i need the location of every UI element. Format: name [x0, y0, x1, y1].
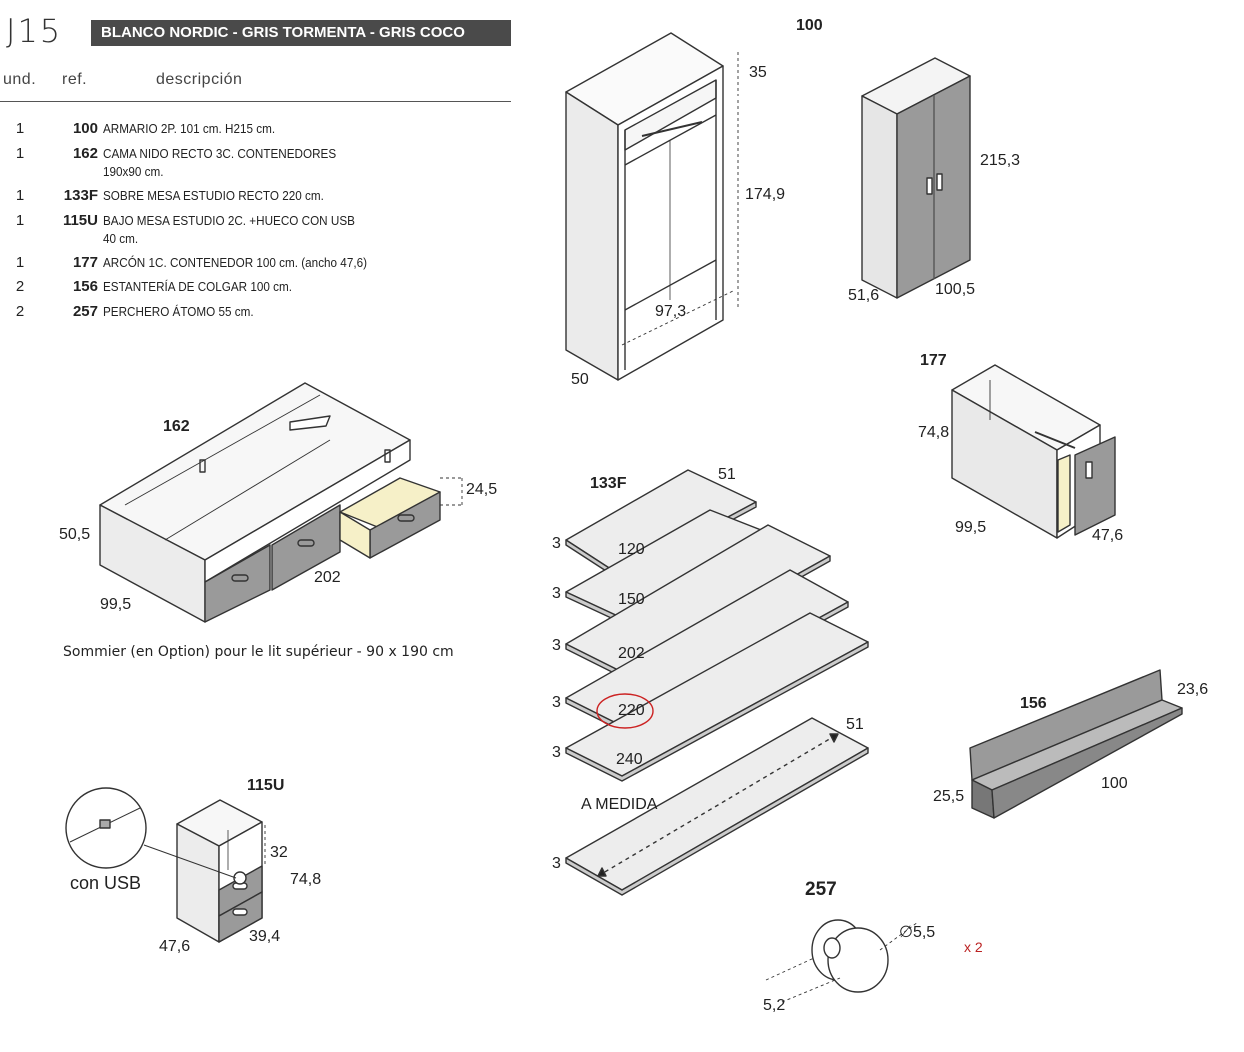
- item-desc-line2: 40 cm.: [103, 231, 139, 246]
- chest-length: 99,5: [955, 519, 987, 536]
- desk-top-length: 120: [618, 541, 645, 558]
- item-desc: SOBRE MESA ESTUDIO RECTO 220 cm.: [103, 188, 324, 203]
- item-desc: ARMARIO 2P. 101 cm. H215 cm.: [103, 121, 276, 136]
- hanger-diameter: ∅5,5: [899, 924, 936, 941]
- under-desk-title: 115U: [247, 777, 285, 794]
- under-desk-depth: 47,6: [159, 938, 191, 955]
- list-item: 1 100 ARMARIO 2P. 101 cm. H215 cm.: [10, 120, 430, 140]
- item-desc: PERCHERO ÁTOMO 55 cm.: [103, 304, 254, 319]
- wardrobe-width-dim: 97,3: [655, 303, 687, 320]
- wardrobe-open-drawing: [565, 32, 739, 381]
- shelf-height: 23,6: [1177, 681, 1209, 698]
- item-desc: ESTANTERÍA DE COLGAR 100 cm.: [103, 279, 292, 294]
- desk-top-length: 202: [618, 645, 645, 662]
- wardrobe-closed-height: 215,3: [980, 152, 1021, 169]
- under-desk-drawing: [65, 787, 266, 943]
- item-desc: ARCÓN 1C. CONTENEDOR 100 cm. (ancho 47,6…: [103, 255, 367, 270]
- desk-top-length: 220: [618, 702, 645, 719]
- chest-height: 74,8: [918, 424, 950, 441]
- bed-height: 50,5: [59, 526, 91, 543]
- shelf-title: 156: [1020, 695, 1047, 712]
- hanger-title: 257: [805, 879, 837, 900]
- shelf-length: 100: [1101, 775, 1128, 792]
- item-ref: 133F: [63, 187, 98, 204]
- desk-top-thickness: 3: [552, 637, 561, 654]
- list-item: 2 257 PERCHERO ÁTOMO 55 cm.: [10, 303, 430, 323]
- item-desc-line2: 190x90 cm.: [103, 164, 164, 179]
- wardrobe-closed-depth: 51,6: [848, 287, 880, 304]
- bed-length: 202: [314, 569, 341, 586]
- under-desk-gap: 32: [270, 844, 288, 861]
- bed-width: 99,5: [100, 596, 132, 613]
- desk-top-thickness: 3: [552, 585, 561, 602]
- list-item: 2 156 ESTANTERÍA DE COLGAR 100 cm.: [10, 278, 430, 298]
- item-qty: 1: [15, 187, 25, 204]
- desk-top-thickness: 3: [552, 694, 561, 711]
- under-desk-width: 39,4: [249, 928, 281, 945]
- wardrobe-top-dim: 35: [749, 64, 767, 81]
- bed-drawing: [99, 382, 463, 623]
- desk-top-length: 240: [616, 751, 643, 768]
- wardrobe-title: 100: [796, 17, 823, 34]
- item-desc: CAMA NIDO RECTO 3C. CONTENEDORES: [103, 146, 337, 161]
- item-qty: 1: [15, 120, 25, 137]
- usb-label: con USB: [70, 873, 142, 893]
- desk-tops-drawing: [565, 469, 869, 896]
- item-qty: 2: [15, 278, 25, 295]
- item-qty: 2: [15, 303, 25, 320]
- collection-code: J15: [6, 12, 63, 50]
- hanger-multiplier: x 2: [964, 939, 983, 955]
- custom-depth: 51: [846, 716, 864, 733]
- desk-top-thickness: 3: [552, 535, 561, 552]
- list-item: 1 133F SOBRE MESA ESTUDIO RECTO 220 cm.: [10, 187, 430, 207]
- chest-title: 177: [920, 352, 947, 369]
- item-qty: 1: [15, 254, 25, 271]
- chest-drawing: [951, 364, 1116, 539]
- column-ref: ref.: [62, 71, 88, 88]
- bed-drawer-height: 24,5: [466, 481, 498, 498]
- item-ref: 100: [72, 120, 98, 137]
- hanger-depth: 5,2: [763, 997, 786, 1014]
- item-ref: 156: [72, 278, 98, 295]
- under-desk-height: 74,8: [290, 871, 322, 888]
- custom-size-label: A MEDIDA: [581, 796, 658, 813]
- wardrobe-height-dim: 174,9: [745, 186, 786, 203]
- wardrobe-depth-dim: 50: [571, 371, 589, 388]
- column-description: descripción: [156, 71, 243, 88]
- item-ref: 115U: [62, 212, 98, 229]
- column-units: und.: [3, 71, 37, 88]
- desk-tops-title: 133F: [590, 475, 627, 492]
- item-ref: 177: [72, 254, 98, 271]
- item-qty: 1: [15, 145, 25, 162]
- desk-top-thickness: 3: [552, 855, 561, 872]
- item-ref: 257: [72, 303, 98, 320]
- list-item: 1 115U BAJO MESA ESTUDIO 2C. +HUECO CON …: [10, 212, 430, 250]
- wardrobe-closed-drawing: [861, 57, 971, 299]
- bed-note: Sommier (en Option) pour le lit supérieu…: [63, 644, 454, 660]
- item-desc: BAJO MESA ESTUDIO 2C. +HUECO CON USB: [103, 213, 355, 228]
- wardrobe-closed-width: 100,5: [935, 281, 976, 298]
- finishes-banner: BLANCO NORDIC - GRIS TORMENTA - GRIS COC…: [91, 20, 511, 46]
- desk-top-depth: 51: [718, 466, 736, 483]
- chest-width: 47,6: [1092, 527, 1124, 544]
- item-ref: 162: [72, 145, 98, 162]
- bed-title: 162: [163, 418, 190, 435]
- shelf-depth: 25,5: [933, 788, 965, 805]
- desk-top-thickness: 3: [552, 744, 561, 761]
- hanger-drawing: [765, 919, 919, 1003]
- list-item: 1 177 ARCÓN 1C. CONTENEDOR 100 cm. (anch…: [10, 254, 430, 274]
- item-qty: 1: [15, 212, 25, 229]
- header-divider: [0, 101, 511, 102]
- list-item: 1 162 CAMA NIDO RECTO 3C. CONTENEDORES 1…: [10, 145, 430, 183]
- shelf-drawing: [969, 669, 1183, 819]
- desk-top-length: 150: [618, 591, 645, 608]
